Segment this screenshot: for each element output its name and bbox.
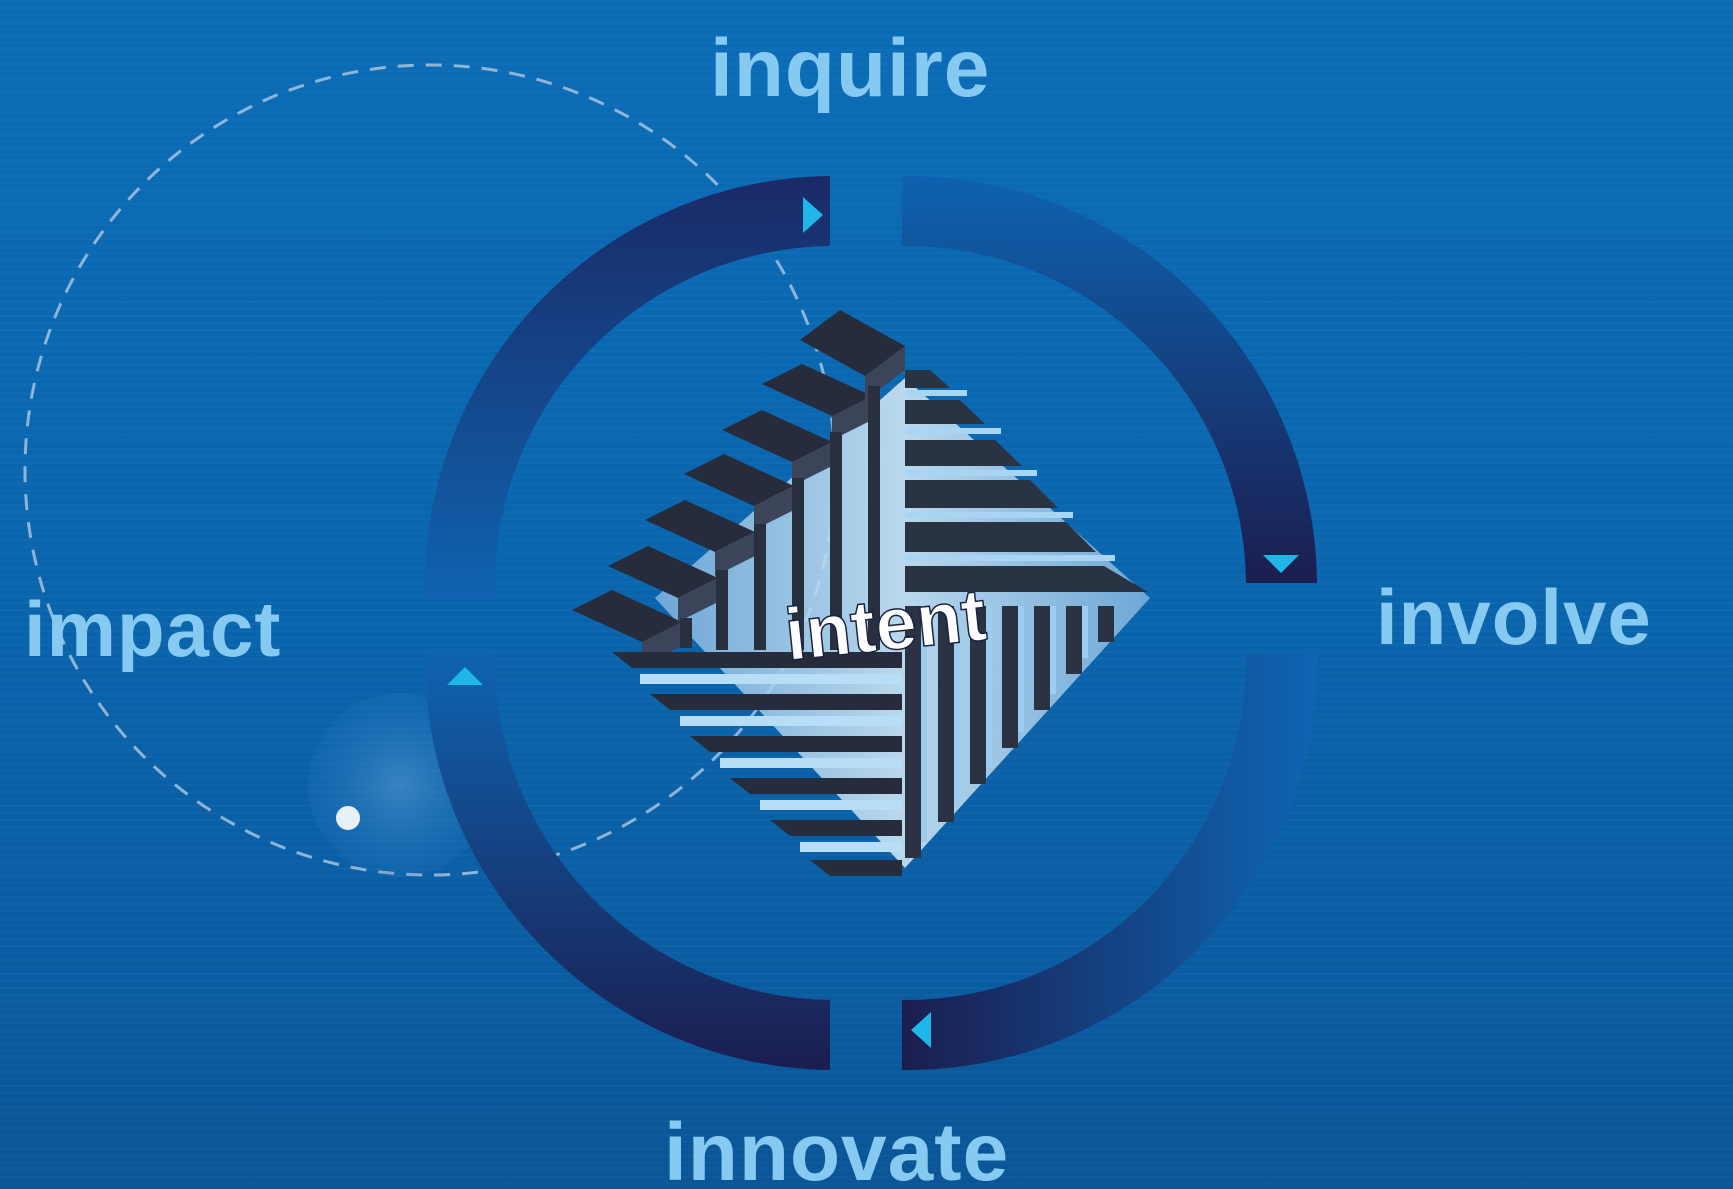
ring-segment-top-right: [902, 175, 1317, 584]
stage-label-innovate: innovate: [664, 1107, 1010, 1189]
glow-dot: [336, 806, 360, 830]
stage-label-impact: impact: [24, 585, 282, 673]
ring-segment-top-left: [424, 176, 830, 600]
stage-label-inquire: inquire: [710, 23, 991, 114]
arrow-up-icon: [447, 667, 483, 685]
arrow-left-icon: [911, 1012, 931, 1048]
intent-emblem: [572, 310, 1150, 876]
arrow-down-icon: [1263, 555, 1299, 573]
ring-segment-bottom-left: [424, 654, 830, 1070]
ring-segment-bottom-right: [902, 654, 1318, 1071]
arrow-right-icon: [803, 197, 823, 233]
stage-label-involve: involve: [1376, 573, 1652, 661]
